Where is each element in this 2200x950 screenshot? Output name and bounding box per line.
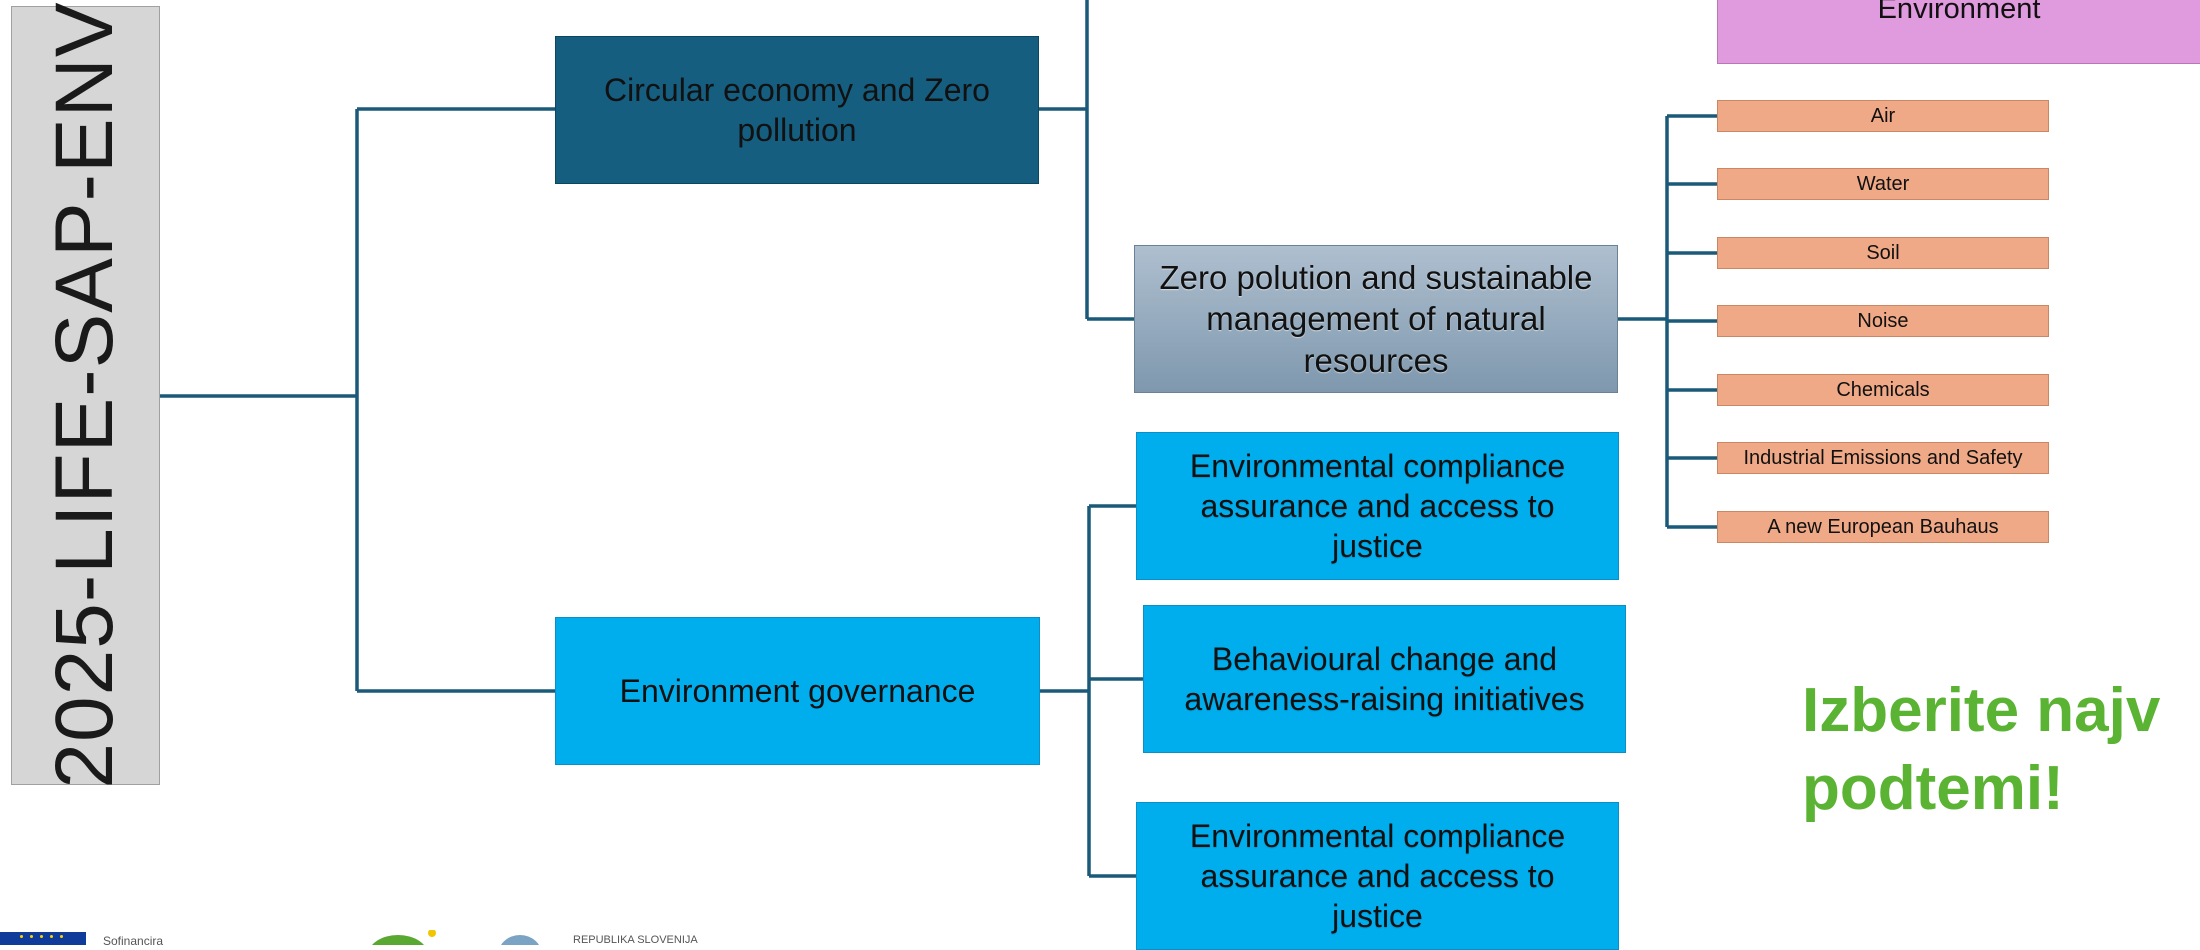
topic-air: Air — [1717, 100, 2049, 132]
topic-industrial-emissions-label: Industrial Emissions and Safety — [1743, 446, 2023, 469]
environment-box: Environment — [1717, 0, 2200, 64]
topic-soil-label: Soil — [1866, 241, 1900, 264]
topic-chemicals-label: Chemicals — [1836, 378, 1930, 401]
topic-noise: Noise — [1717, 305, 2049, 337]
crest-icon — [498, 935, 542, 945]
root-label: 2025-LIFE-SAP-ENV — [39, 1, 130, 789]
topic-noise-label: Noise — [1857, 309, 1909, 332]
subtheme-compliance-assurance-2-label: Environmental compliance assurance and a… — [1189, 818, 1566, 934]
topic-european-bauhaus-label: A new European Bauhaus — [1767, 515, 1999, 538]
topic-water-label: Water — [1856, 172, 1910, 195]
subtheme-behavioural-change-label: Behavioural change and awareness-raising… — [1184, 641, 1585, 717]
subtheme-zero-pollution: Zero polution and sustainable management… — [1134, 245, 1618, 393]
slogan-line-1: Izberite najv — [1802, 676, 2161, 745]
theme-circular-economy: Circular economy and Zero pollution — [555, 36, 1039, 184]
root-node — [11, 6, 160, 785]
star-icon — [428, 930, 436, 937]
environment-label: Environment — [1877, 0, 2041, 25]
topic-air-label: Air — [1870, 104, 1896, 127]
eu-cofunded-text: Sofinancira — [103, 934, 164, 945]
topic-chemicals: Chemicals — [1717, 374, 2049, 406]
topic-water: Water — [1717, 168, 2049, 200]
subtheme-compliance-assurance-label: Environmental compliance assurance and a… — [1189, 448, 1566, 564]
ministry-text: REPUBLIKA SLOVENIJA — [573, 934, 698, 945]
theme-environment-governance: Environment governance — [555, 617, 1040, 765]
footer-logos: Sofinancira REPUBLIKA SLOVENIJA — [0, 930, 800, 945]
theme-environment-governance-label: Environment governance — [619, 673, 976, 709]
topic-soil: Soil — [1717, 237, 2049, 269]
subtheme-zero-pollution-label: Zero polution and sustainable management… — [1159, 259, 1593, 379]
subtheme-compliance-assurance-2: Environmental compliance assurance and a… — [1136, 802, 1619, 950]
slogan: Izberite najv podtemi! — [1802, 672, 2160, 827]
topic-industrial-emissions: Industrial Emissions and Safety — [1717, 442, 2049, 474]
eu-flag-icon — [0, 932, 86, 945]
theme-circular-economy-label: Circular economy and Zero pollution — [604, 72, 990, 148]
life-logo-icon — [368, 935, 428, 945]
subtheme-compliance-assurance: Environmental compliance assurance and a… — [1136, 432, 1619, 580]
subtheme-behavioural-change: Behavioural change and awareness-raising… — [1143, 605, 1626, 753]
slogan-line-2: podtemi! — [1802, 753, 2064, 823]
topic-european-bauhaus: A new European Bauhaus — [1717, 511, 2049, 543]
